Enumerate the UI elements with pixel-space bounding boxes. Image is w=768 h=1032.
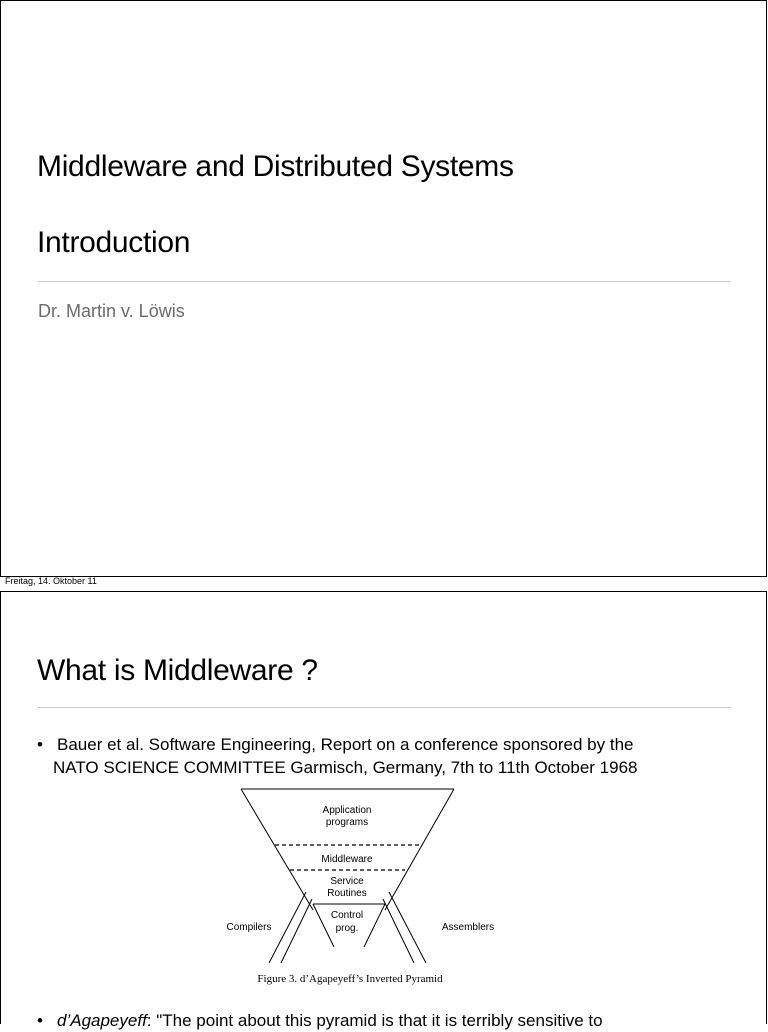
label-programs: programs	[326, 817, 368, 828]
bullet-item: • d’Agapeyeff: "The point about this pyra…	[37, 1009, 737, 1032]
title-slide: Middleware and Distributed Systems Intro…	[0, 0, 767, 577]
slide-subtitle: Introduction	[37, 226, 191, 259]
bullet-text: : "The point about this pyramid is that …	[146, 1011, 603, 1030]
bullet-italic-term: d’Agapeyeff	[57, 1011, 147, 1030]
bullet-icon: •	[37, 1011, 43, 1030]
label-service: Service	[330, 876, 364, 887]
footer-date: Freitag, 14. Oktober 11	[5, 576, 97, 586]
footer-bar	[0, 577, 768, 591]
label-application: Application	[323, 805, 372, 816]
title-divider	[38, 281, 731, 282]
slide-title: Middleware and Distributed Systems	[37, 150, 514, 183]
inverted-pyramid-figure: Application programs Middleware Service …	[226, 788, 494, 985]
label-control: Control	[331, 910, 363, 921]
content-slide: What is Middleware ? • Bauer et al. Softw…	[0, 591, 767, 1030]
label-prog: prog.	[336, 923, 359, 934]
label-compilers: Compilers	[226, 922, 271, 933]
bullet-text-line1: Bauer et al. Software Engineering, Repor…	[57, 735, 634, 754]
slide-title: What is Middleware ?	[37, 654, 318, 687]
bullet-text-line2: NATO SCIENCE COMMITTEE Garmisch, Germany…	[53, 758, 638, 777]
bullet-item: • Bauer et al. Software Engineering, Repo…	[37, 733, 737, 779]
title-divider	[38, 707, 731, 708]
bullet-icon: •	[37, 735, 43, 754]
figure-caption: Figure 3. d’Agapeyeff’s Inverted Pyramid	[257, 973, 443, 985]
label-assemblers: Assemblers	[442, 922, 494, 933]
label-routines: Routines	[327, 888, 366, 899]
author-name: Dr. Martin v. Löwis	[38, 301, 185, 321]
label-middleware: Middleware	[321, 854, 373, 865]
